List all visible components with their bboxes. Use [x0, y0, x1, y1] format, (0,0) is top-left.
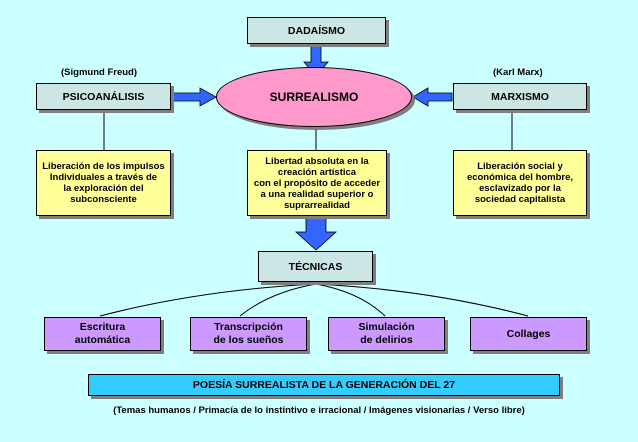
curve-to-transcripcion — [239, 283, 317, 317]
footer-title-box: POESÍA SURREALISTA DE LA GENERACIÓN DEL … — [88, 374, 560, 396]
curve-to-escritura — [99, 283, 317, 317]
curve-to-simulacion — [315, 283, 386, 317]
dadaismo-box: DADAÍSMO — [247, 17, 386, 44]
marxismo-description-box: Liberación social y económica del hombre… — [453, 150, 587, 216]
surrealismo-description-box: Libertad absoluta en la creación artísti… — [247, 150, 387, 216]
tecnicas-label: TÉCNICAS — [288, 260, 343, 273]
surrealismo-description: Libertad absoluta en la creación artísti… — [253, 155, 381, 211]
surrealismo-ellipse: SURREALISMO — [216, 67, 412, 127]
psicoanalisis-description: Liberación de los impulsos Individuales … — [42, 161, 165, 205]
marxismo-label: MARXISMO — [491, 90, 549, 103]
freud-annotation: (Sigmund Freud) — [61, 67, 137, 78]
footer-subtitle: (Temas humanos / Primacía de lo instinti… — [113, 405, 525, 416]
technique-escritura-box: Escritura automática — [44, 317, 161, 351]
technique-simulacion-label: Simulación de delirios — [358, 321, 415, 346]
arrow-marxismo-to-surrealismo — [412, 87, 453, 107]
footer-title: POESÍA SURREALISTA DE LA GENERACIÓN DEL … — [192, 379, 456, 391]
technique-collages-box: Collages — [470, 317, 587, 351]
technique-simulacion-box: Simulación de delirios — [328, 317, 445, 351]
tecnicas-box: TÉCNICAS — [258, 251, 373, 282]
curve-to-collages — [315, 283, 529, 317]
technique-escritura-label: Escritura automática — [74, 321, 131, 346]
technique-transcripcion-box: Transcripción de los sueños — [190, 317, 307, 351]
marx-annotation: (Karl Marx) — [493, 67, 543, 78]
dadaismo-label: DADAÍSMO — [287, 24, 346, 37]
technique-collages-label: Collages — [506, 327, 551, 340]
arrow-psicoanalisis-to-surrealismo — [171, 87, 217, 107]
marxismo-description: Liberación social y económica del hombre… — [466, 161, 574, 205]
psicoanalisis-box: PSICOANÁLISIS — [36, 83, 171, 110]
arrow-to-tecnicas — [294, 217, 338, 251]
marxismo-box: MARXISMO — [453, 83, 587, 110]
surrealismo-label: SURREALISMO — [269, 90, 359, 104]
psicoanalisis-label: PSICOANÁLISIS — [62, 90, 145, 103]
technique-transcripcion-label: Transcripción de los sueños — [213, 321, 284, 346]
psicoanalisis-description-box: Liberación de los impulsos Individuales … — [36, 150, 171, 216]
